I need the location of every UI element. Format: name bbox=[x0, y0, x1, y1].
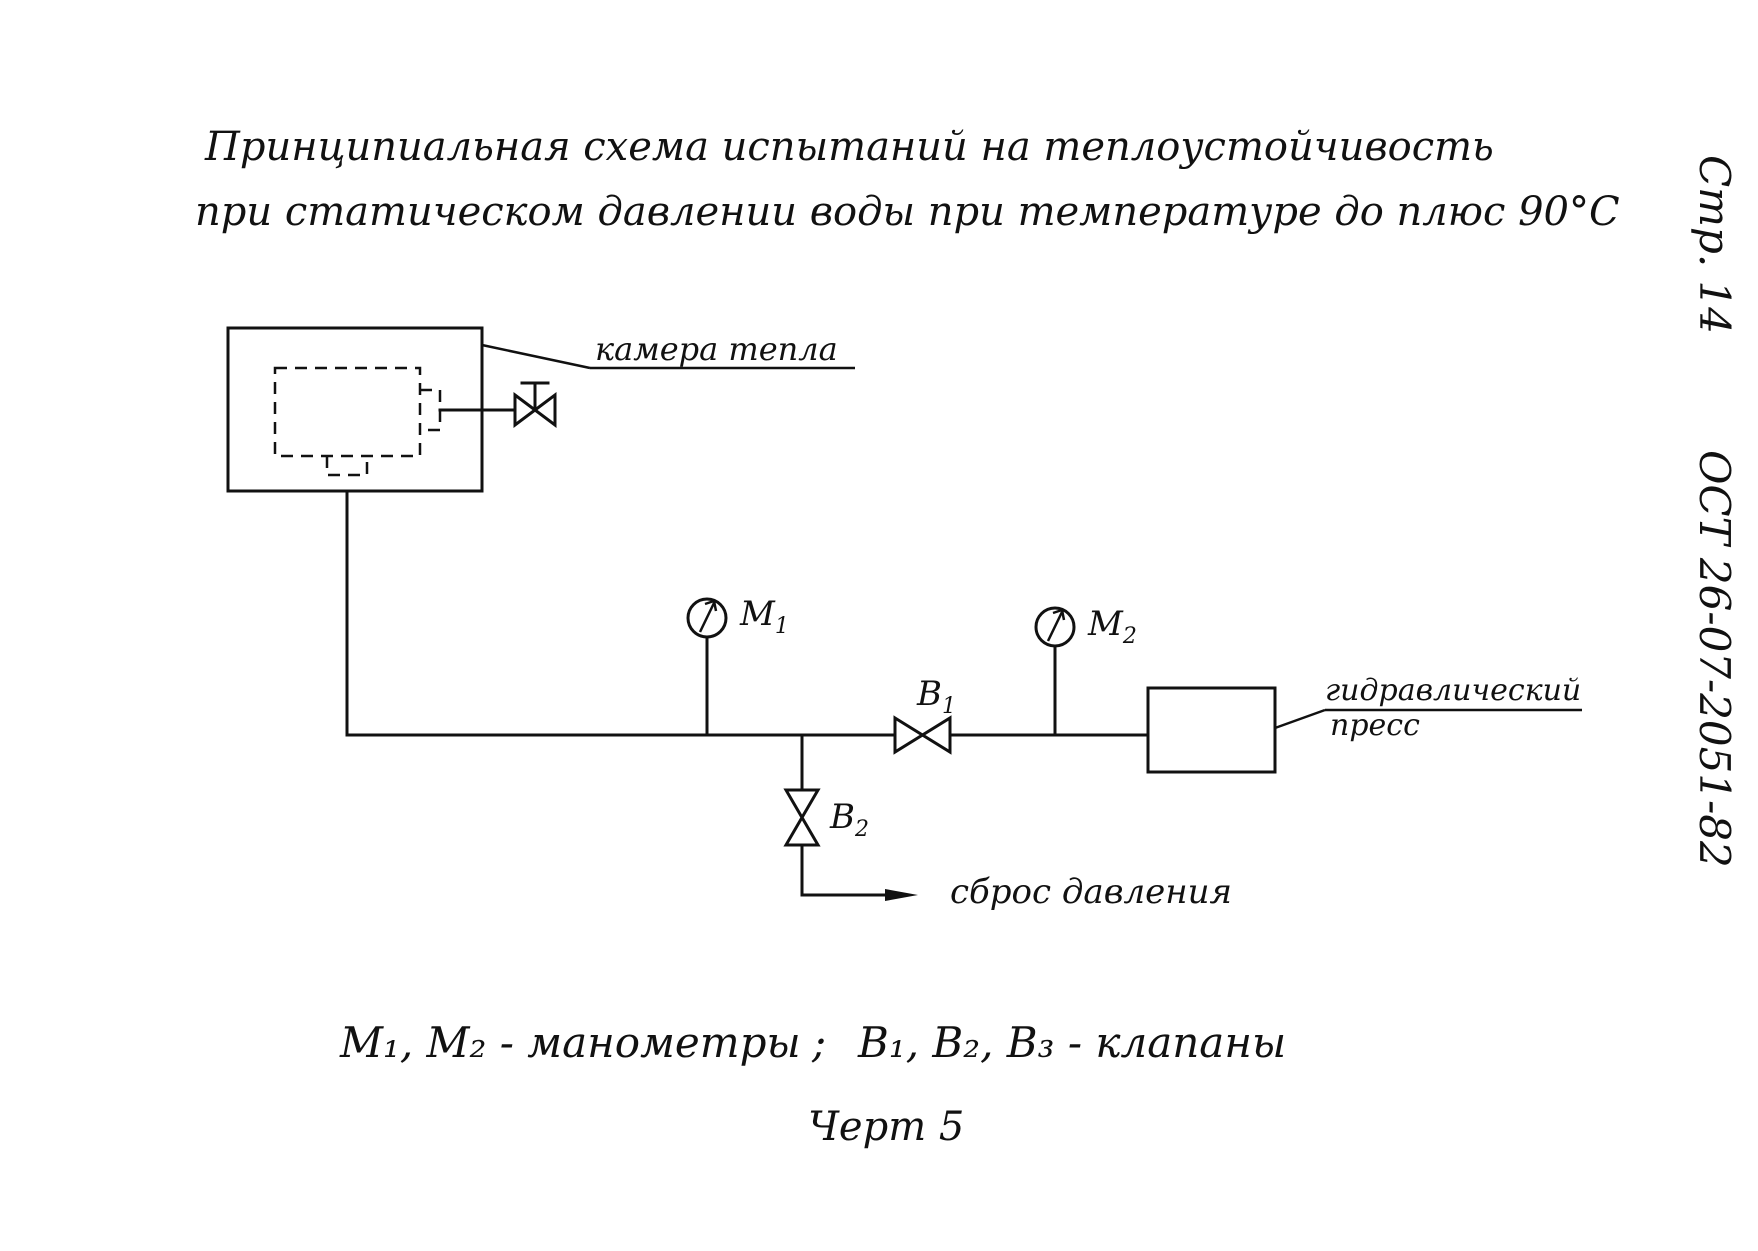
gauge-m2-needle bbox=[1046, 611, 1064, 642]
main-pipeline-left bbox=[345, 489, 897, 737]
press-label-line-1: гидравлический bbox=[1325, 673, 1581, 708]
valve-b2-label: B2 bbox=[829, 797, 869, 842]
gauge-m1-label: M1 bbox=[739, 594, 789, 639]
press-leader-line bbox=[1274, 708, 1326, 730]
gauge-m1-needle bbox=[698, 602, 716, 633]
chamber-leader-line bbox=[481, 343, 591, 370]
side-valve-body bbox=[513, 392, 557, 428]
press-label-line-2: пресс bbox=[1330, 708, 1420, 743]
standard-number: ОСТ 26-07-2051-82 bbox=[1690, 450, 1739, 868]
pressure-gauge-m1 bbox=[686, 597, 728, 737]
specimen-bottom-fitting bbox=[325, 456, 369, 477]
page-number: Стр. 14 bbox=[1690, 155, 1739, 334]
gauge-m2-dial bbox=[1034, 606, 1076, 648]
valve-b1-label: B1 bbox=[916, 674, 956, 719]
title-line-2: при статическом давлении воды при темпер… bbox=[195, 189, 1620, 235]
test-specimen-dashed bbox=[273, 366, 422, 458]
valve-b1 bbox=[893, 715, 952, 755]
legend-separator: ; bbox=[811, 1018, 826, 1067]
gauge-m2-label: M2 bbox=[1087, 604, 1137, 649]
gauge-m1-dial bbox=[686, 597, 728, 639]
title-line-1: Принципиальная схема испытаний на теплоу… bbox=[204, 124, 1494, 170]
chamber-side-valve bbox=[438, 381, 557, 428]
release-label: сброс давления bbox=[950, 872, 1232, 912]
pressure-gauge-m2 bbox=[1034, 606, 1076, 737]
gauge-m2-needle-tip bbox=[1052, 608, 1066, 621]
legend-valves: B₁, B₂, B₃ - клапаны bbox=[857, 1018, 1286, 1067]
drain-arrow-icon bbox=[885, 889, 918, 901]
hydraulic-press bbox=[1146, 686, 1277, 774]
specimen-side-fitting bbox=[420, 388, 442, 432]
valve-b2 bbox=[783, 788, 821, 847]
figure-caption: Черт 5 bbox=[808, 1104, 964, 1150]
gauge-m1-needle-tip bbox=[704, 599, 718, 612]
legend-gauges: M₁, M₂ - манометры bbox=[339, 1018, 801, 1067]
chamber-label: камера тепла bbox=[595, 330, 838, 368]
drain-outlet-pipe bbox=[800, 843, 887, 897]
